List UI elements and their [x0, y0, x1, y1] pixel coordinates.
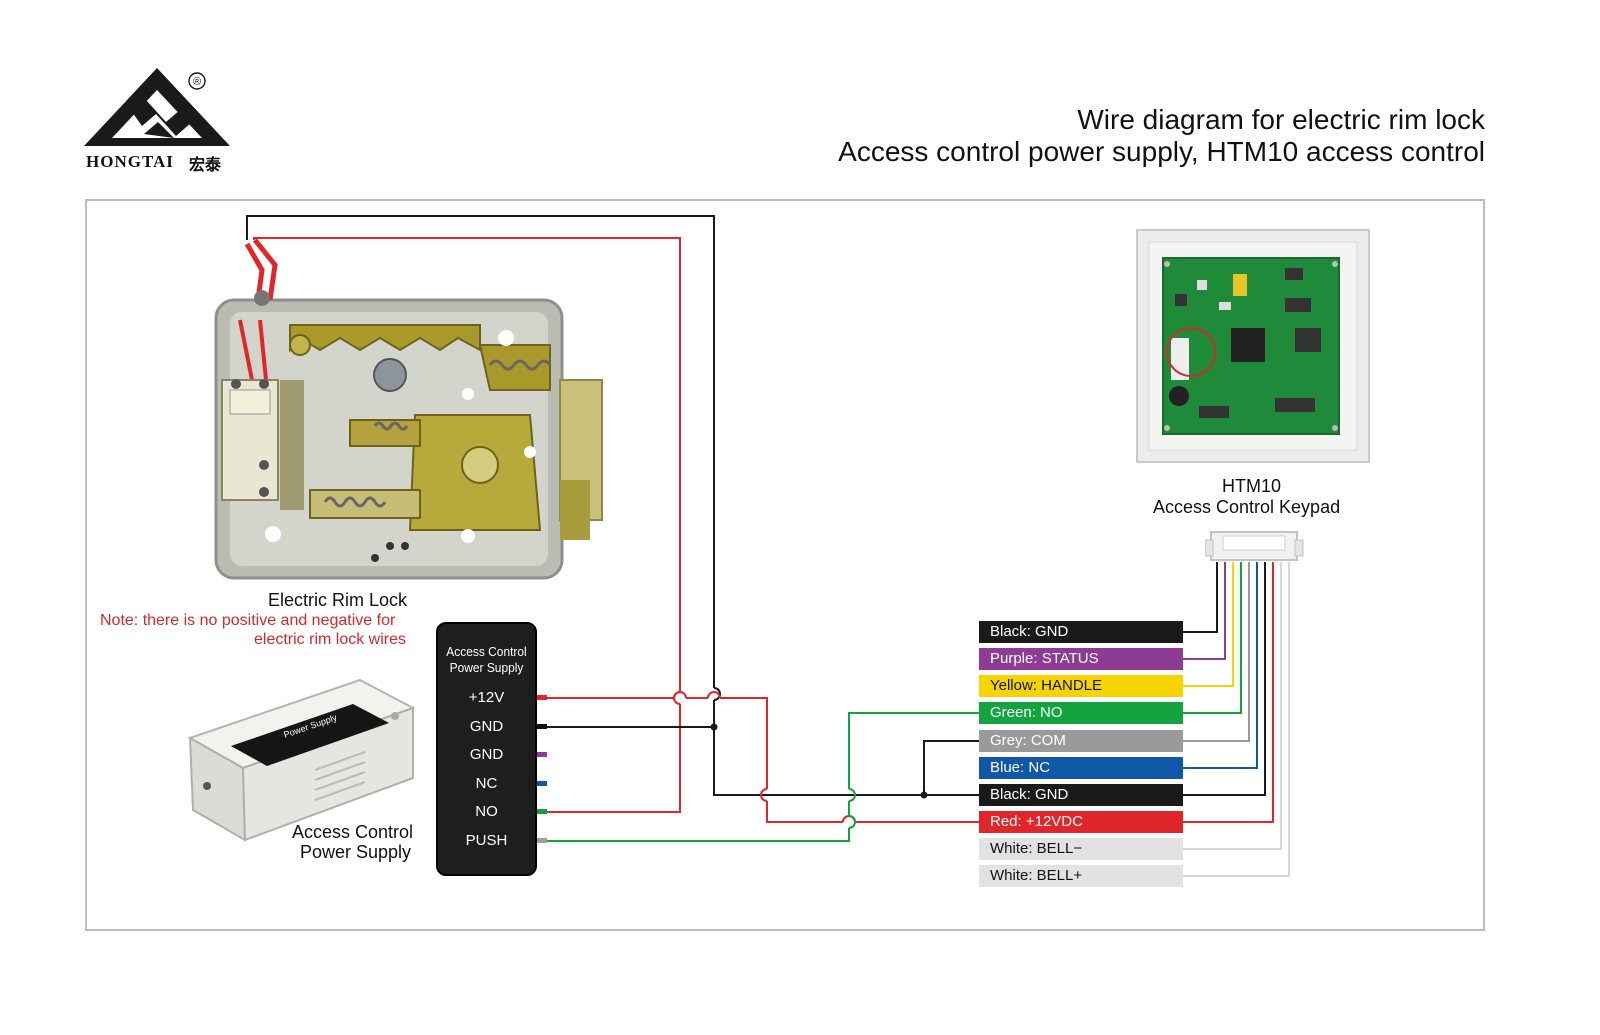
wire-label-green-no: Green: NO: [979, 702, 1183, 724]
terminal-gnd-1: GND: [469, 718, 504, 735]
diagram-title-line1: Wire diagram for electric rim lock: [1077, 104, 1485, 135]
registered-mark: ®: [193, 76, 201, 88]
htm10-keypad-image: [1136, 229, 1370, 463]
lock-black-wire-lower: [713, 700, 979, 796]
harness-yellow: [1183, 562, 1234, 687]
psu-push-wire: [540, 828, 850, 842]
terminal-12v: +12V: [468, 689, 505, 706]
keypad-title-line2: Access Control Keypad: [1153, 497, 1341, 517]
stub-12v: [537, 695, 547, 700]
gnd-junction: [710, 723, 718, 731]
electric-rim-lock-image: [214, 238, 603, 580]
wire-label-yellow-handle: Yellow: HANDLE: [979, 675, 1183, 697]
keypad-title-line1: HTM10: [1222, 476, 1282, 496]
terminal-nc: NC: [475, 775, 498, 792]
harness-grey: [1183, 562, 1250, 742]
psu-terminal-panel: Access Control Power Supply +12V GND GND…: [436, 622, 537, 876]
stub-gnd-2: [537, 752, 547, 757]
harness-black-1: [1183, 562, 1218, 633]
psu-12v-hop-a: [673, 691, 687, 699]
stub-gnd-1: [537, 724, 547, 729]
lock-red-wire-lower: [540, 704, 681, 813]
terminal-push: PUSH: [465, 832, 508, 849]
wire-label-purple-status: Purple: STATUS: [979, 648, 1183, 670]
brand-name-cn: 宏泰: [189, 155, 222, 174]
com-junction: [920, 791, 928, 799]
lock-black-wire: [246, 215, 715, 688]
harness-purple: [1183, 562, 1226, 660]
wire-label-grey-com: Grey: COM: [979, 730, 1183, 752]
stub-nc: [537, 781, 547, 786]
psu-title-line2: Power Supply: [300, 842, 412, 862]
hongtai-logo-mark: ®: [84, 68, 230, 146]
power-supply-case-image: Power Supply: [187, 678, 416, 842]
harness-white-1: [1183, 562, 1282, 850]
lock-note-line1: Note: there is no positive and negative …: [100, 612, 396, 629]
wire-label-white-bell-plus: White: BELL+: [979, 865, 1183, 887]
wire-label-black-gnd-2: Black: GND: [979, 784, 1183, 806]
lock-note-line2: electric rim lock wires: [254, 631, 407, 648]
lock-black-wire-hop: [713, 687, 721, 701]
keypad-wire-connector: [1205, 531, 1304, 561]
wire-label-red-12vdc: Red: +12VDC: [979, 811, 1183, 833]
stub-no: [537, 809, 547, 814]
psu-push-hop-b: [848, 788, 856, 802]
com-wire: [923, 740, 979, 795]
psu-12v-hop-b: [707, 691, 721, 699]
wire-label-white-bell-minus: White: BELL−: [979, 838, 1183, 860]
terminal-gnd-2: GND: [469, 746, 504, 763]
diagram-frame: [85, 199, 1485, 931]
lock-title: Electric Rim Lock: [268, 590, 408, 610]
psu-12v-right: [720, 697, 768, 789]
psu-title-line1: Access Control: [292, 822, 414, 842]
brand-name-en: HONGTAI: [86, 152, 174, 171]
harness-green: [1183, 562, 1242, 714]
harness-black-2: [1183, 562, 1266, 796]
psu-push-hop-a: [848, 815, 856, 829]
lock-red-wire: [253, 237, 681, 692]
hongtai-logo: ® HONGTAI 宏泰: [84, 60, 244, 180]
harness-blue: [1183, 562, 1258, 769]
stub-push: [537, 838, 547, 843]
psu-panel-title-line1: Access Control: [446, 644, 527, 659]
psu-panel-title-line2: Power Supply: [449, 660, 524, 675]
diagram-title-line2: Access control power supply, HTM10 acces…: [838, 136, 1485, 167]
wire-label-blue-nc: Blue: NC: [979, 757, 1183, 779]
psu-push-top: [848, 712, 979, 789]
harness-red: [1183, 562, 1274, 823]
psu-12v-hop-c: [760, 788, 768, 802]
harness-white-2: [1183, 562, 1290, 877]
psu-12v-bottom: [766, 801, 843, 823]
wire-label-black-gnd-1: Black: GND: [979, 621, 1183, 643]
terminal-no: NO: [475, 803, 498, 820]
